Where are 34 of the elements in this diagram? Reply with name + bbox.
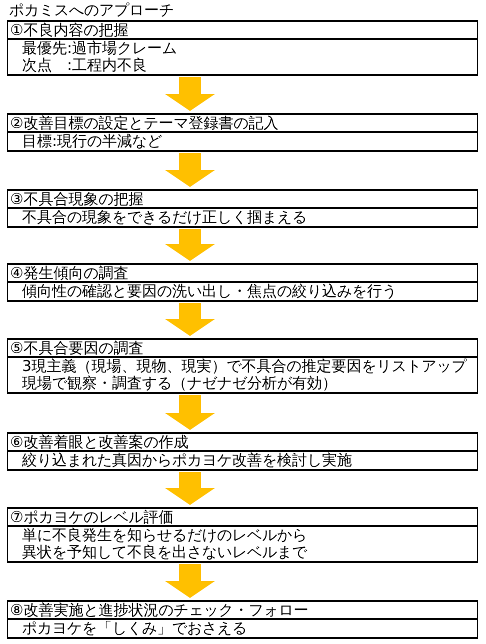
- step-title: ⑦ポカヨケのレベル評価: [10, 509, 174, 525]
- step-title: ⑧改善実施と進捗状況のチェック・フォロー: [10, 602, 308, 618]
- arrow: [165, 77, 215, 111]
- step-box: [7, 600, 478, 639]
- arrow: [165, 564, 215, 598]
- step-title: ⑥改善着眼と改善案の作成: [10, 434, 188, 450]
- arrow: [165, 229, 215, 261]
- step-text: 目標:現行の半減など: [22, 133, 162, 150]
- step-box: [7, 263, 478, 302]
- step-text: 3現主義（現場、現物、現実）で不具合の推定要因をリストアップ: [22, 358, 467, 375]
- step-title: ④発生傾向の調査: [10, 265, 128, 281]
- step-box: [7, 507, 478, 563]
- arrow: [165, 472, 215, 505]
- arrow: [165, 395, 215, 430]
- arrow: [165, 303, 215, 336]
- step-text: 次点 :工程内不良: [22, 57, 148, 74]
- step-text: 最優先:過市場クレーム: [22, 40, 178, 57]
- step-title: ②改善目標の設定とテーマ登録書の記入: [10, 115, 278, 131]
- step-box: [7, 432, 478, 471]
- diagram-title: ポカミスへのアプローチ: [9, 1, 174, 19]
- step-box: [7, 338, 478, 394]
- step-text: 不具合の現象をできるだけ正しく掴まえる: [22, 209, 307, 226]
- step-box: [7, 113, 478, 152]
- step-title: ①不良内容の把握: [10, 22, 128, 38]
- step-box: [7, 20, 478, 76]
- step-text: 現場で観察・調査する（ナゼナゼ分析が有効）: [22, 375, 337, 392]
- arrow: [165, 153, 215, 187]
- step-text: 絞り込まれた真因からポカヨケ改善を検討し実施: [22, 452, 352, 469]
- step-text: 単に不良発生を知らせるだけのレベルから異状を予知して不良を出さないレベルまで: [22, 527, 308, 561]
- step-title: ⑤不具合要因の調査: [10, 340, 144, 356]
- step-text: 傾向性の確認と要因の洗い出し・焦点の絞り込みを行う: [22, 283, 397, 300]
- step-title: ③不具合現象の把握: [10, 191, 144, 207]
- step-text: ポカヨケを「しくみ」でおさえる: [22, 620, 247, 637]
- step-box: [7, 189, 478, 228]
